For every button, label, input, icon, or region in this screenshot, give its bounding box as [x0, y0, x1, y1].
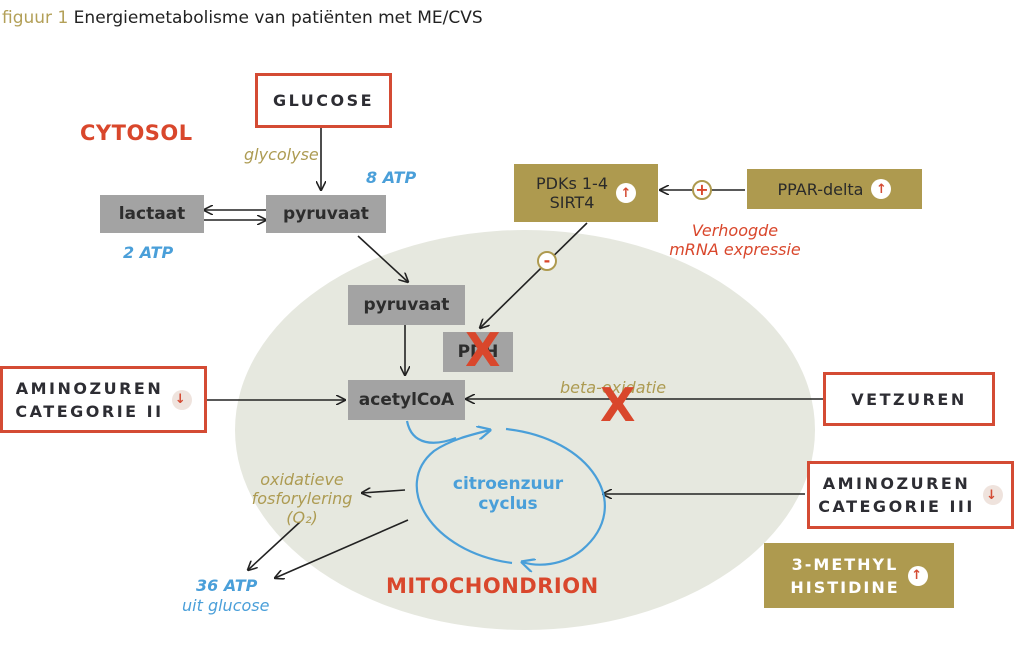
acetylcoa-box: acetylCoA: [348, 380, 465, 420]
beta-oxidatie-label: beta-oxidatie: [560, 378, 667, 397]
arrow-up-icon: ↑: [907, 565, 928, 586]
methyl-histidine-line2: HISTIDINE: [790, 577, 900, 597]
plus-sign-icon: +: [692, 180, 712, 200]
figure-number: figuur 1: [2, 8, 69, 28]
acetylcoa-label: acetylCoA: [358, 390, 455, 410]
glucose-label: GLUCOSE: [272, 91, 375, 110]
lactaat-label: lactaat: [118, 204, 186, 224]
oxidatieve-line3: (O₂): [286, 508, 318, 527]
oxidatieve-line2: fosforylering: [251, 489, 353, 508]
cytosol-label: CYTOSOL: [80, 121, 193, 145]
verhoogde-line1: Verhoogde: [691, 221, 779, 240]
verhoogde-line2: mRNA expressie: [669, 240, 801, 259]
aminozuren-cat2-line1: AMINOZUREN: [15, 378, 164, 398]
oxidatieve-fosforylering-label: oxidatieve fosforylering (O₂): [236, 470, 368, 527]
atp-8-label: 8 ATP: [366, 168, 417, 187]
ppar-box: PPAR-delta ↑: [747, 169, 922, 209]
pdks-box: PDKs 1-4 SIRT4 ↑: [514, 164, 658, 222]
citric-cycle-loop: [505, 427, 606, 565]
arrow-pdks-pdh: [480, 222, 588, 328]
vetzuren-box: VETZUREN: [823, 372, 995, 426]
pdh-box: PDH: [443, 332, 513, 372]
arrow-up-icon: ↑: [616, 183, 636, 203]
citroenzuur-line1: citroenzuur: [452, 474, 564, 494]
oxidatieve-line1: oxidatieve: [260, 470, 344, 489]
pyruvaat-cytosol-box: pyruvaat: [266, 195, 386, 233]
arrow-down-icon: ↓: [171, 389, 192, 410]
pdks-label-line2: SIRT4: [549, 193, 595, 212]
arrow-pyruvaat-mito: [357, 235, 408, 282]
methyl-histidine-box: 3-METHYL HISTIDINE ↑: [764, 543, 954, 608]
mitochondrion-label: MITOCHONDRION: [386, 574, 599, 598]
pyruvaat-cytosol-label: pyruvaat: [283, 204, 369, 224]
arrow-down-icon: ↓: [982, 485, 1003, 505]
minus-sign-icon: -: [537, 251, 557, 271]
lactaat-box: lactaat: [100, 195, 204, 233]
pdks-label-line1: PDKs 1-4: [535, 174, 608, 193]
ppar-label: PPAR-delta: [777, 179, 864, 199]
atp-2-label: 2 ATP: [123, 243, 174, 262]
atp-36-label: 36 ATP: [196, 576, 258, 595]
aminozuren-cat3-box: AMINOZUREN CATEGORIE III ↓: [807, 461, 1014, 529]
acetylcoa-to-cycle: [405, 420, 457, 444]
figure-title: Energiemetabolisme van patiënten met ME/…: [73, 8, 483, 28]
arrow-cycle-atp: [275, 519, 409, 578]
mitochondrion-shape: [235, 230, 815, 630]
aminozuren-cat3-line2: CATEGORIE III: [818, 497, 975, 516]
arrow-cycle-oxphos: [362, 490, 406, 493]
beta-oxidatie-blocked-cross-icon: X: [600, 378, 636, 432]
verhoogde-expressie-label: Verhoogde mRNA expressie: [650, 221, 820, 259]
arrow-up-icon: ↑: [871, 179, 892, 199]
pdh-blocked-cross-icon: X: [465, 323, 501, 377]
citric-cycle-loop-lower: [415, 430, 513, 565]
glycolyse-label: glycolyse: [244, 145, 319, 164]
uit-glucose-label: uit glucose: [182, 596, 270, 615]
pyruvaat-mito-label: pyruvaat: [363, 295, 450, 315]
aminozuren-cat3-line1: AMINOZUREN: [822, 474, 971, 493]
citroenzuur-cyclus-label: citroenzuur cyclus: [438, 474, 578, 514]
figure-caption: figuur 1 Energiemetabolisme van patiënte…: [2, 8, 483, 28]
arrow-oxphos-atp: [248, 521, 301, 570]
aminozuren-cat2-box: AMINOZUREN CATEGORIE II ↓: [0, 366, 207, 433]
aminozuren-cat2-line2: CATEGORIE II: [15, 401, 164, 421]
pyruvaat-mito-box: pyruvaat: [348, 285, 465, 325]
pdh-label: PDH: [457, 342, 499, 362]
methyl-histidine-line1: 3-METHYL: [791, 554, 899, 574]
citroenzuur-line2: cyclus: [478, 494, 538, 514]
vetzuren-label: VETZUREN: [851, 389, 967, 409]
glucose-box: GLUCOSE: [255, 73, 392, 128]
